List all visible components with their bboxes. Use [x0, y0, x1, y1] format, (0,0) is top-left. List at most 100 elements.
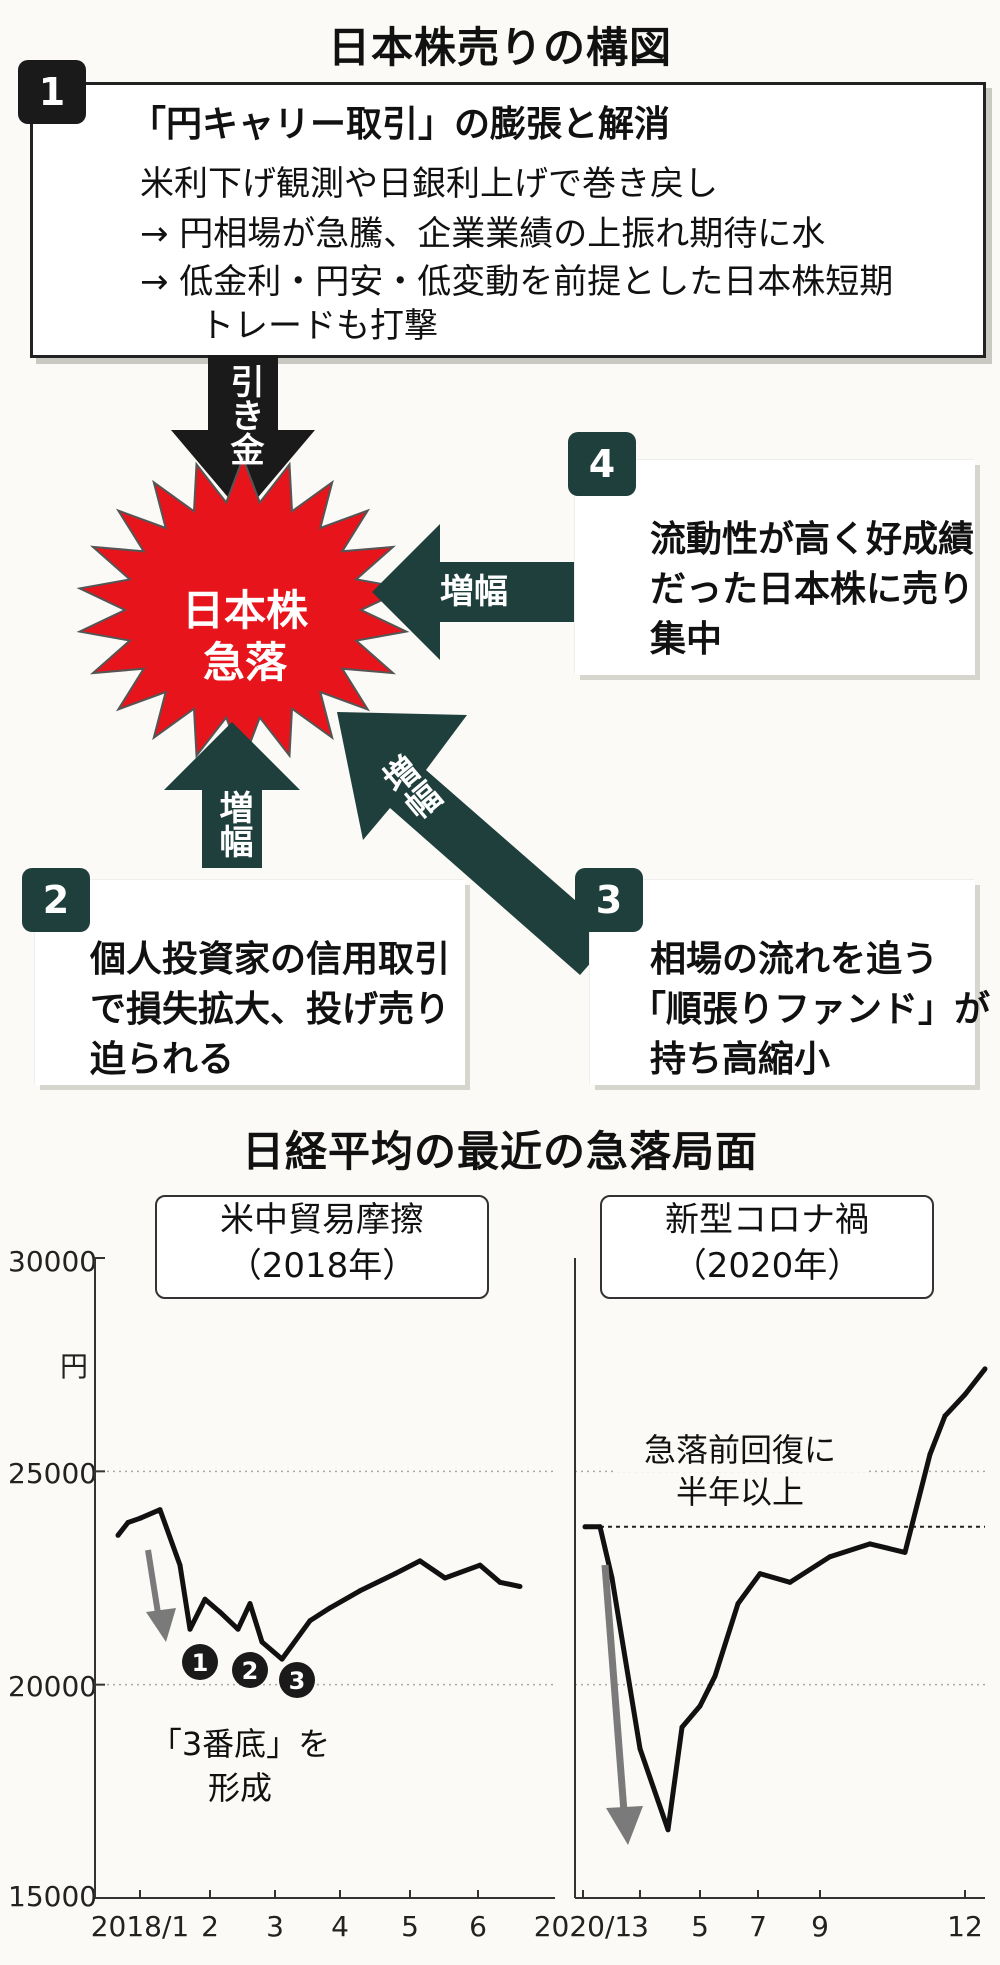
amplify-label-4: 増幅: [440, 572, 508, 612]
annotation-left-2: 形成: [207, 1769, 272, 1807]
panel-right-label-1: 新型コロナ禍: [665, 1200, 869, 1240]
y-tick-20000: 20000: [8, 1670, 98, 1703]
data-point-left: [327, 1605, 333, 1611]
box1-bullet-1: → 円相場が急騰、企業業績の上振れ期待に水: [140, 214, 826, 254]
data-point-right: [582, 1524, 588, 1530]
chart-title: 日経平均の最近の急落局面: [241, 1127, 758, 1176]
y-tick-15000: 15000: [8, 1880, 98, 1913]
box1-line: 米利下げ観測や日銀利上げで巻き戻し: [140, 164, 718, 204]
panel-left-label-1: 米中貿易摩擦: [220, 1200, 424, 1240]
data-point-right: [697, 1703, 703, 1709]
x-tick-label-left: 4: [331, 1910, 349, 1943]
data-point-right: [609, 1575, 615, 1581]
data-point-right: [637, 1746, 643, 1752]
crash-label-2: 急落: [202, 638, 287, 687]
diagram-title: 日本株売りの構図: [327, 23, 672, 72]
badge-3: 3: [575, 868, 643, 932]
x-tick-label-left: 3: [266, 1910, 284, 1943]
data-point-left: [279, 1656, 285, 1662]
diagram-graphics: [76, 355, 615, 975]
data-point-left: [137, 1515, 143, 1521]
data-point-right: [827, 1554, 833, 1560]
badge-4: 4: [568, 432, 636, 496]
panel-label-right: 新型コロナ禍 （2020年）: [600, 1195, 934, 1299]
data-point-right: [665, 1827, 671, 1833]
cause-box-1: [30, 82, 986, 358]
data-point-right: [712, 1673, 718, 1679]
x-tick-label-right: 7: [749, 1910, 767, 1943]
data-point-right: [902, 1549, 908, 1555]
box3-line-1: 相場の流れを追う: [650, 939, 939, 980]
box4-line-1: 流動性が高く好成績: [650, 519, 975, 560]
data-point-right: [942, 1413, 948, 1419]
box3-line-2: 「順張りファンド」が: [630, 989, 991, 1030]
cause-box-3: [590, 880, 975, 1085]
data-point-left: [187, 1626, 193, 1632]
data-point-left: [477, 1562, 483, 1568]
x-tick-label-right: 9: [811, 1910, 829, 1943]
marker-1-label: 1: [192, 1649, 209, 1677]
marker-2: [232, 1652, 268, 1688]
annotation-right-2: 半年以上: [675, 1473, 804, 1511]
box2-line-1: 個人投資家の信用取引: [90, 939, 451, 980]
trigger-label: 引き金: [224, 364, 264, 466]
data-point-left: [177, 1562, 183, 1568]
box1-heading: 「円キャリー取引」の膨張と解消: [130, 104, 671, 145]
drop-arrow-left: [145, 1549, 176, 1642]
panel-label-left: 米中貿易摩擦 （2018年）: [155, 1195, 489, 1299]
drop-arrow-right: [601, 1564, 643, 1845]
panel-right-label-2: （2020年）: [672, 1246, 862, 1286]
trigger-arrow: [171, 355, 315, 515]
box1-bullet-2: → 低金利・円安・低変動を前提とした日本株短期: [140, 262, 894, 302]
box2-line-2: で損失拡大、投げ売り: [90, 989, 451, 1030]
x-tick-label-right: 5: [691, 1910, 709, 1943]
series-line-right: [585, 1367, 987, 1833]
box2-line-3: 迫られる: [90, 1039, 235, 1080]
data-point-left: [125, 1520, 131, 1525]
amplify-arrow-2: [164, 722, 300, 868]
badge-1: 1: [18, 60, 86, 124]
series-line-left: [116, 1507, 521, 1662]
data-point-left: [259, 1639, 265, 1645]
data-point-right: [927, 1451, 933, 1457]
panel-left-label-2: （2018年）: [227, 1246, 417, 1286]
chart-lines: [115, 1366, 988, 1833]
marker-1: [182, 1644, 218, 1680]
marker-3-label: 3: [289, 1667, 306, 1695]
data-point-left: [307, 1618, 313, 1624]
x-tick-label-left: 2018/1: [91, 1910, 190, 1943]
cause-box-2: [35, 880, 465, 1085]
annotation-left-1: 「3番底」を: [149, 1725, 331, 1763]
data-point-left: [235, 1626, 241, 1632]
data-point-right: [679, 1724, 685, 1730]
amplify-label-2: 増幅: [213, 790, 253, 858]
data-point-left: [357, 1588, 363, 1594]
crash-label-1: 日本株: [181, 586, 308, 635]
x-tick-label-left: 2: [201, 1910, 219, 1943]
data-point-left: [217, 1609, 223, 1615]
data-point-right: [982, 1366, 988, 1372]
amplify-arrow-4: [372, 524, 590, 660]
data-point-left: [115, 1532, 121, 1538]
y-unit: 円: [60, 1350, 89, 1383]
x-tick-label-left: 6: [469, 1910, 487, 1943]
data-point-right: [787, 1579, 793, 1585]
data-point-right: [735, 1601, 741, 1607]
data-point-left: [392, 1571, 398, 1577]
marker-3: [279, 1662, 315, 1698]
data-point-left: [442, 1575, 448, 1581]
data-point-left: [497, 1579, 503, 1585]
x-tick-label-right: 12: [947, 1910, 983, 1943]
x-tick-label-right: 2020/1: [534, 1910, 633, 1943]
data-point-left: [202, 1596, 208, 1602]
box1-bullet-2-cont: トレードも打撃: [200, 306, 438, 346]
cause-box-4: [575, 460, 975, 675]
box3-line-3: 持ち高縮小: [650, 1039, 831, 1080]
data-point-left: [517, 1584, 523, 1589]
x-tick-label-right: 3: [631, 1910, 649, 1943]
marker-2-label: 2: [242, 1657, 259, 1685]
y-tick-25000: 25000: [8, 1457, 98, 1490]
badge-2: 2: [22, 868, 90, 932]
